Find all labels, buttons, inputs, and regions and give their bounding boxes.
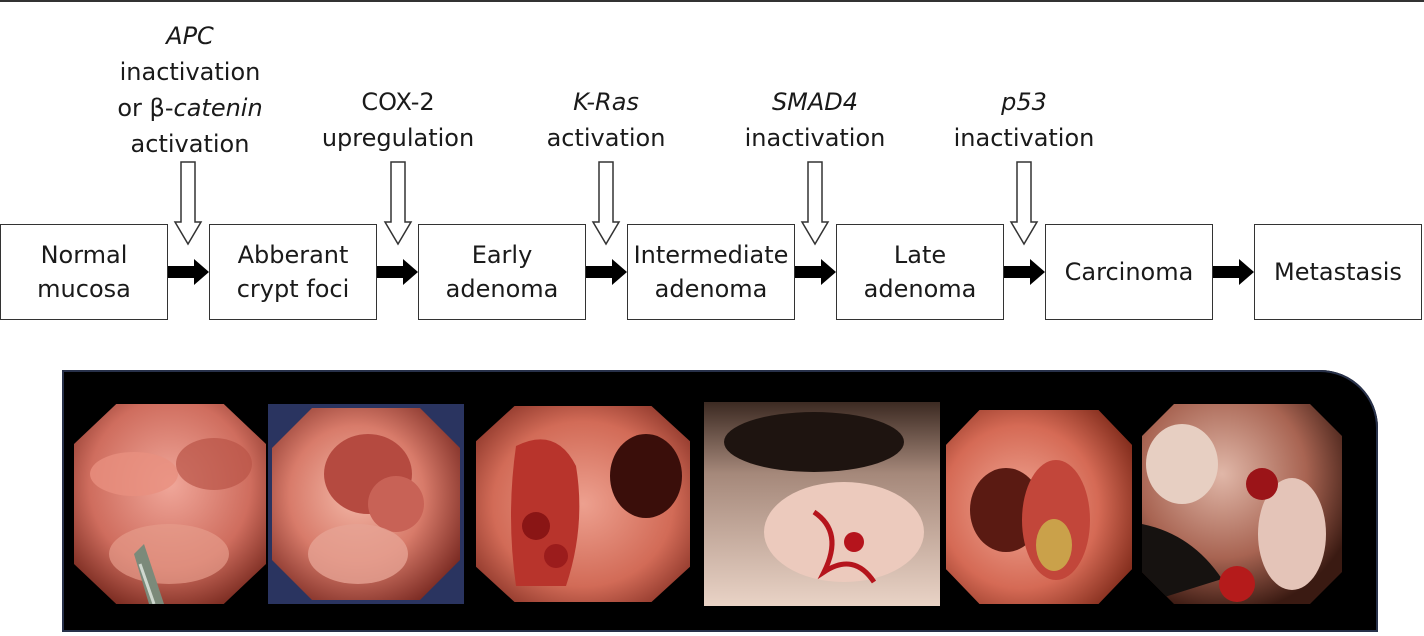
endoscopy-photo-late-adenoma: [946, 410, 1132, 604]
progress-arrow-2: [377, 259, 418, 285]
gene-smad4: SMAD4: [771, 88, 859, 116]
beta-catenin-line: or β-catenin: [117, 94, 263, 122]
apc-effect: inactivation: [119, 58, 261, 86]
cox2-effect: upregulation: [321, 124, 475, 152]
mutation-label-cox2: COX-2 upregulation: [322, 84, 474, 156]
gene-p53: p53: [1001, 88, 1047, 116]
beta-catenin-effect: activation: [130, 130, 250, 158]
endoscopy-photo-crypt-foci: [268, 404, 464, 604]
gene-kras: K-Ras: [573, 88, 639, 116]
down-arrow-smad4: [800, 161, 830, 246]
gene-cox2: COX-2: [361, 88, 435, 116]
mutation-label-kras: K-Ras activation: [547, 84, 666, 156]
smad4-effect: inactivation: [744, 124, 886, 152]
mutation-label-apc: APC inactivation or β-catenin activation: [117, 18, 262, 162]
endoscopy-image-panel: [62, 370, 1378, 632]
endoscopy-photo-intermediate-adenoma: [704, 402, 940, 606]
stage-carcinoma: Carcinoma: [1045, 224, 1213, 320]
top-rule: [0, 0, 1424, 2]
endoscopy-photo-early-adenoma: [476, 406, 690, 602]
p53-effect: inactivation: [953, 124, 1095, 152]
endoscopy-photo-carcinoma: [1142, 404, 1342, 604]
mutation-label-smad4: SMAD4 inactivation: [745, 84, 886, 156]
gene-apc: APC: [166, 22, 214, 50]
mutation-label-p53: p53 inactivation: [954, 84, 1095, 156]
progress-arrow-6: [1213, 259, 1254, 285]
stage-metastasis: Metastasis: [1254, 224, 1422, 320]
down-arrow-cox2: [383, 161, 413, 246]
endoscopy-photo-normal-mucosa: [74, 404, 266, 604]
down-arrow-apc: [173, 161, 203, 246]
progress-arrow-5: [1004, 259, 1045, 285]
progress-arrow-3: [586, 259, 627, 285]
down-arrow-p53: [1009, 161, 1039, 246]
progress-arrow-4: [795, 259, 836, 285]
progress-arrow-1: [168, 259, 209, 285]
kras-effect: activation: [546, 124, 666, 152]
down-arrow-kras: [591, 161, 621, 246]
